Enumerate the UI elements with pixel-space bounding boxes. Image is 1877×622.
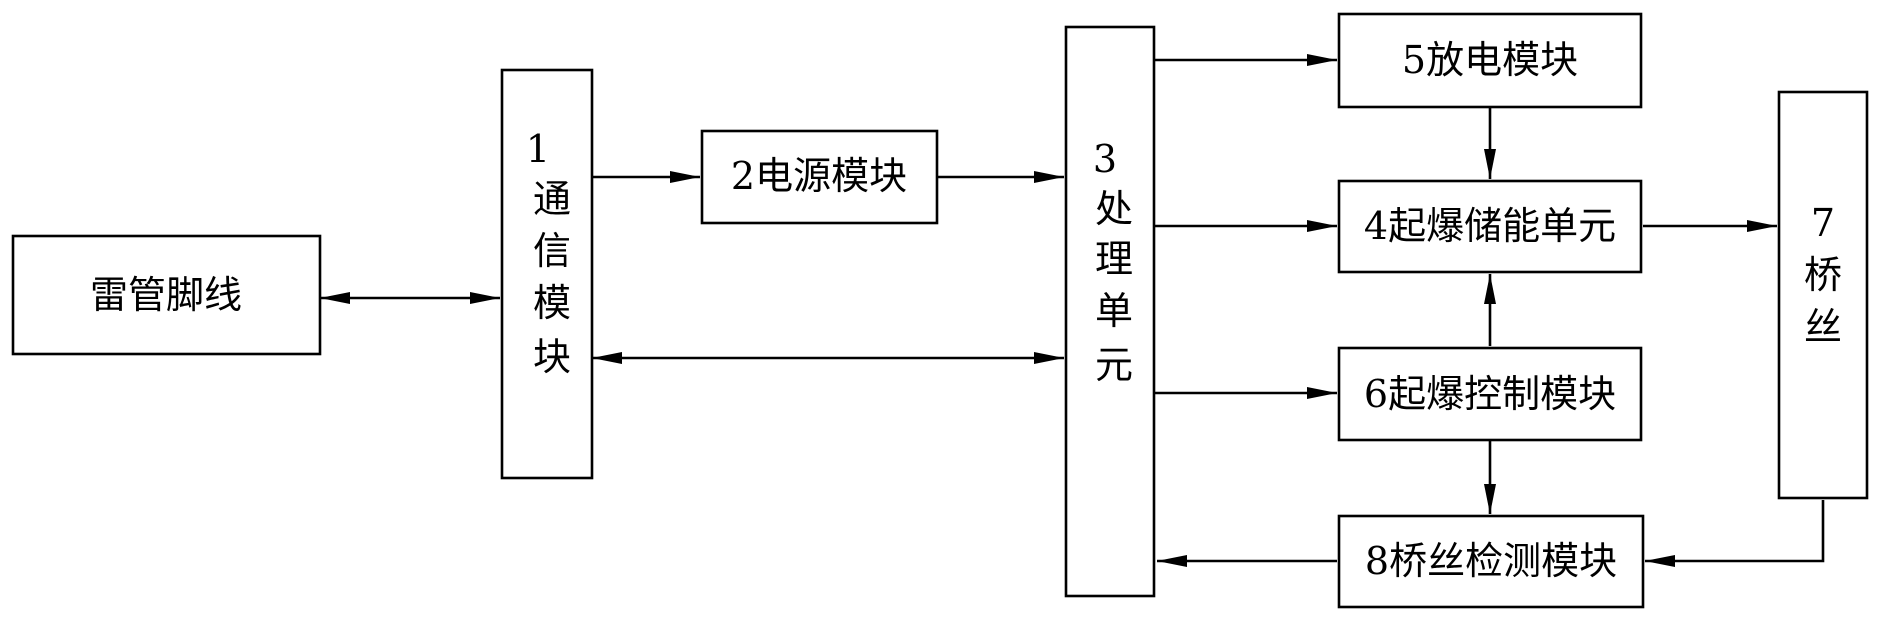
bridge-wire-label-0: 7 — [1811, 201, 1835, 245]
detonation-control-module-label: 6起爆控制模块 — [1364, 372, 1616, 416]
comm-module-label-2: 信 — [533, 229, 571, 273]
comm-module-label-0: 1 — [526, 127, 550, 171]
arrow-bridge-detection — [1645, 500, 1825, 567]
discharge-module-label: 5放电模块 — [1402, 38, 1578, 82]
energy-storage-unit-block: 4起爆储能单元 — [1337, 179, 1643, 274]
bridge-wire-label-2: 丝 — [1804, 305, 1842, 349]
processing-unit-label-4: 元 — [1095, 343, 1133, 387]
bridge-wire-detection-module-block: 8桥丝检测模块 — [1337, 514, 1645, 609]
comm-module-label-3: 模 — [533, 281, 571, 325]
bridge-wire-label-1: 桥 — [1804, 253, 1842, 297]
processing-unit-label-3: 单 — [1095, 289, 1133, 333]
comm-module-block: 1 通 信 模 块 — [500, 68, 594, 480]
bridge-wire-block: 7 桥 丝 — [1777, 90, 1869, 500]
detonator-wire-block: 雷管脚线 — [11, 234, 322, 356]
processing-unit-label-2: 理 — [1095, 237, 1133, 281]
bridge-wire-detection-module-label: 8桥丝检测模块 — [1365, 539, 1617, 583]
power-module-label: 2电源模块 — [731, 154, 907, 198]
processing-unit-label-0: 3 — [1093, 137, 1117, 181]
processing-unit-block: 3 处 理 单 元 — [1064, 25, 1156, 598]
processing-unit-label-1: 处 — [1095, 187, 1133, 231]
energy-storage-unit-label: 4起爆储能单元 — [1364, 204, 1616, 248]
discharge-module-block: 5放电模块 — [1337, 12, 1643, 109]
power-module-block: 2电源模块 — [700, 129, 939, 225]
detonator-wire-label: 雷管脚线 — [90, 273, 242, 317]
comm-module-label-4: 块 — [533, 335, 571, 379]
detonation-control-module-block: 6起爆控制模块 — [1337, 346, 1643, 442]
comm-module-label-1: 通 — [533, 177, 571, 221]
connections — [320, 54, 1825, 567]
